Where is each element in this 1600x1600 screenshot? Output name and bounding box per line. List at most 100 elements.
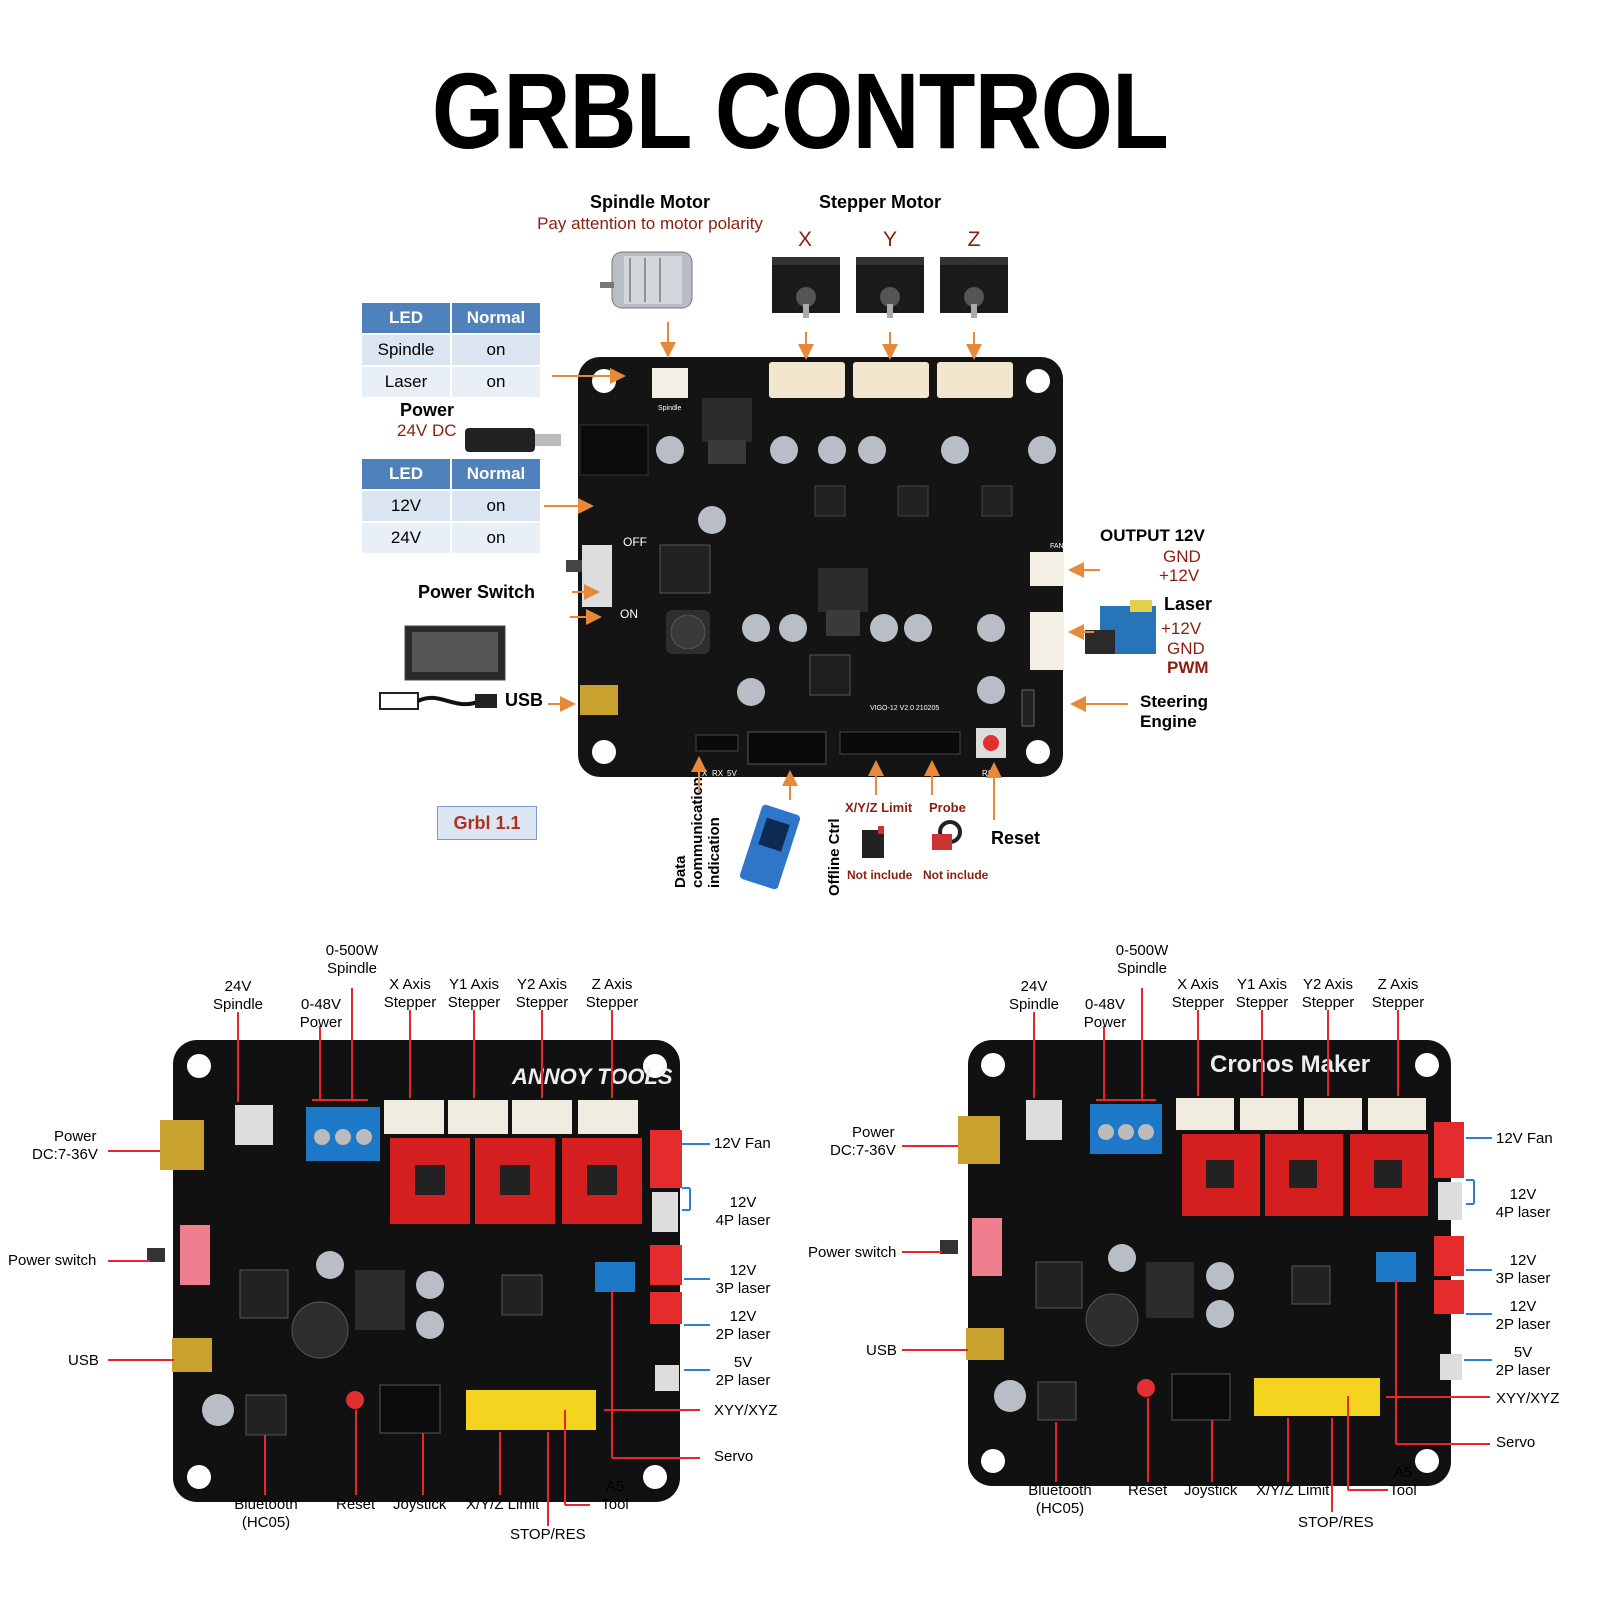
top-diagram: Spindle Motor Pay attention to motor pol… bbox=[360, 192, 1213, 896]
stepper-motor-label: Stepper Motor bbox=[818, 192, 941, 212]
power-sub-label: 24V DC bbox=[397, 421, 457, 440]
br-label-0-500w-spindle: Spindle bbox=[1116, 960, 1168, 977]
br-label-0-48v: 0-48V bbox=[1084, 996, 1126, 1013]
bl-label-0-500w-spindle: Spindle bbox=[326, 960, 378, 977]
top-arrows bbox=[544, 322, 1128, 820]
bl-label-0-48v: 0-48V bbox=[300, 996, 342, 1013]
bl-label-2p-laser: 2P laser bbox=[715, 1326, 771, 1343]
br-label-tool: Tool bbox=[1389, 1482, 1417, 1499]
offline-controller-image bbox=[739, 804, 801, 890]
stepper-motor-z-image bbox=[940, 257, 1008, 318]
bl-label-0-500w: 0-500W bbox=[325, 942, 379, 959]
br-label-5v-laser: 2P laser bbox=[1495, 1362, 1551, 1379]
br-label-reset: Reset bbox=[1128, 1482, 1168, 1499]
bl-label-24v: 24V bbox=[224, 978, 252, 995]
br-label-hc05: (HC05) bbox=[1035, 1500, 1085, 1517]
spindle-motor-label: Spindle Motor bbox=[590, 192, 710, 212]
led-cell: 12V bbox=[360, 489, 452, 523]
br-label-2p-12v: 12V bbox=[1509, 1298, 1537, 1315]
not-include-label-2: Not include bbox=[923, 868, 989, 882]
usb-cable-image bbox=[379, 692, 497, 710]
br-label-0-500w: 0-500W bbox=[1115, 942, 1169, 959]
bottom-left-diagram: ANNOY TOOLS bbox=[0, 940, 800, 1600]
bl-label-5v-laser: 2P laser bbox=[715, 1372, 771, 1389]
br-label-xyy-xyz: XYY/XYZ bbox=[1496, 1390, 1560, 1407]
board-fan-text: FAN bbox=[1050, 543, 1064, 550]
bl-label-power: Power bbox=[54, 1128, 97, 1145]
power-switch-label: Power Switch bbox=[418, 582, 536, 602]
br-label-joystick: Joystick bbox=[1184, 1482, 1238, 1499]
br-label-usb: USB bbox=[866, 1342, 897, 1359]
bl-label-0-48v-power: Power bbox=[299, 1014, 343, 1031]
bl-label-z-stepper: Stepper bbox=[585, 994, 639, 1011]
bl-label-5v: 5V bbox=[733, 1354, 753, 1371]
br-label-bluetooth: Bluetooth bbox=[1028, 1482, 1092, 1499]
power-label: Power bbox=[400, 400, 455, 420]
axis-x-label: X bbox=[797, 228, 812, 251]
led-header: LED bbox=[360, 457, 452, 491]
axis-y-label: Y bbox=[882, 228, 897, 251]
laser-label: Laser bbox=[1164, 594, 1213, 614]
br-label-power: Power bbox=[852, 1124, 895, 1141]
led-cell: 24V bbox=[360, 521, 452, 555]
br-label-servo: Servo bbox=[1496, 1434, 1536, 1451]
board-tx-text: TX bbox=[697, 769, 708, 778]
output-plus-label: +12V bbox=[1159, 566, 1200, 585]
led-cell: on bbox=[450, 333, 542, 367]
br-label-y1-stepper: Stepper bbox=[1235, 994, 1289, 1011]
bottom-right-diagram: Cronos Maker bbox=[800, 940, 1600, 1600]
usb-label: USB bbox=[505, 690, 544, 710]
bl-label-x-stepper: Stepper bbox=[383, 994, 437, 1011]
bl-label-xyy-xyz: XYY/XYZ bbox=[714, 1402, 778, 1419]
br-label-24v-spindle: Spindle bbox=[1008, 996, 1060, 1013]
bl-label-tool: Tool bbox=[601, 1496, 629, 1513]
bl-label-y1-stepper: Stepper bbox=[447, 994, 501, 1011]
br-label-3p-12v: 12V bbox=[1509, 1252, 1537, 1269]
br-label-z-axis: Z Axis bbox=[1377, 976, 1419, 993]
steering-engine-label-1: Steering bbox=[1140, 692, 1209, 711]
led-cell: on bbox=[450, 521, 542, 555]
probe-label: Probe bbox=[929, 800, 966, 815]
br-label-z-stepper: Stepper bbox=[1371, 994, 1425, 1011]
bl-label-xyz-limit: X/Y/Z Limit bbox=[466, 1496, 540, 1513]
bl-label-servo: Servo bbox=[714, 1448, 754, 1465]
bl-label-3p-laser: 3P laser bbox=[715, 1280, 771, 1297]
board-spindle-text: Spindle bbox=[658, 405, 681, 412]
br-label-x-axis: X Axis bbox=[1177, 976, 1219, 993]
br-label-xyz-limit: X/Y/Z Limit bbox=[1256, 1482, 1330, 1499]
br-label-power-switch: Power switch bbox=[808, 1244, 897, 1261]
polarity-note: Pay attention to motor polarity bbox=[537, 214, 763, 233]
led-cell: on bbox=[450, 489, 542, 523]
bl-label-hc05: (HC05) bbox=[241, 1514, 291, 1531]
br-label-dc-7-36v: DC:7-36V bbox=[830, 1142, 896, 1159]
led-header: LED bbox=[360, 301, 452, 335]
bl-label-usb: USB bbox=[68, 1352, 99, 1369]
bottom-left-blue-pointers bbox=[682, 1143, 710, 1371]
bl-label-24v-spindle: Spindle bbox=[212, 996, 264, 1013]
bl-label-4p-12v: 12V bbox=[729, 1194, 757, 1211]
bottom-right-pointers bbox=[902, 988, 1490, 1512]
dc-plug-image bbox=[465, 428, 561, 452]
led-cell: Spindle bbox=[360, 333, 452, 367]
top-pcb bbox=[566, 357, 1064, 777]
bottom-right-blue-pointers bbox=[1464, 1137, 1492, 1361]
board-rx-text: RX bbox=[712, 769, 724, 778]
laptop-image bbox=[404, 625, 506, 681]
bl-label-joystick: Joystick bbox=[393, 1496, 447, 1513]
bottom-left-board-graphic: ANNOY TOOLS bbox=[108, 988, 710, 1526]
bl-label-reset: Reset bbox=[336, 1496, 376, 1513]
top-board-graphic: OFF ON Spindle VIGO-12 V2.0 210205 TX RX… bbox=[379, 251, 1156, 890]
br-label-y2-axis: Y2 Axis bbox=[1302, 976, 1354, 993]
br-label-2p-laser: 2P laser bbox=[1495, 1316, 1551, 1333]
steering-engine-label-2: Engine bbox=[1140, 712, 1197, 731]
not-include-label-1: Not include bbox=[847, 868, 913, 882]
output-gnd-label: GND bbox=[1163, 547, 1201, 566]
bl-label-dc-7-36v: DC:7-36V bbox=[32, 1146, 98, 1163]
grbl-version-badge: Grbl 1.1 bbox=[437, 806, 537, 840]
br-label-a5: A5 bbox=[1393, 1464, 1413, 1481]
bl-label-stop-res: STOP/RES bbox=[510, 1526, 586, 1543]
br-label-3p-laser: 3P laser bbox=[1495, 1270, 1551, 1287]
bl-label-2p-12v: 12V bbox=[729, 1308, 757, 1325]
bl-label-x-axis: X Axis bbox=[389, 976, 431, 993]
